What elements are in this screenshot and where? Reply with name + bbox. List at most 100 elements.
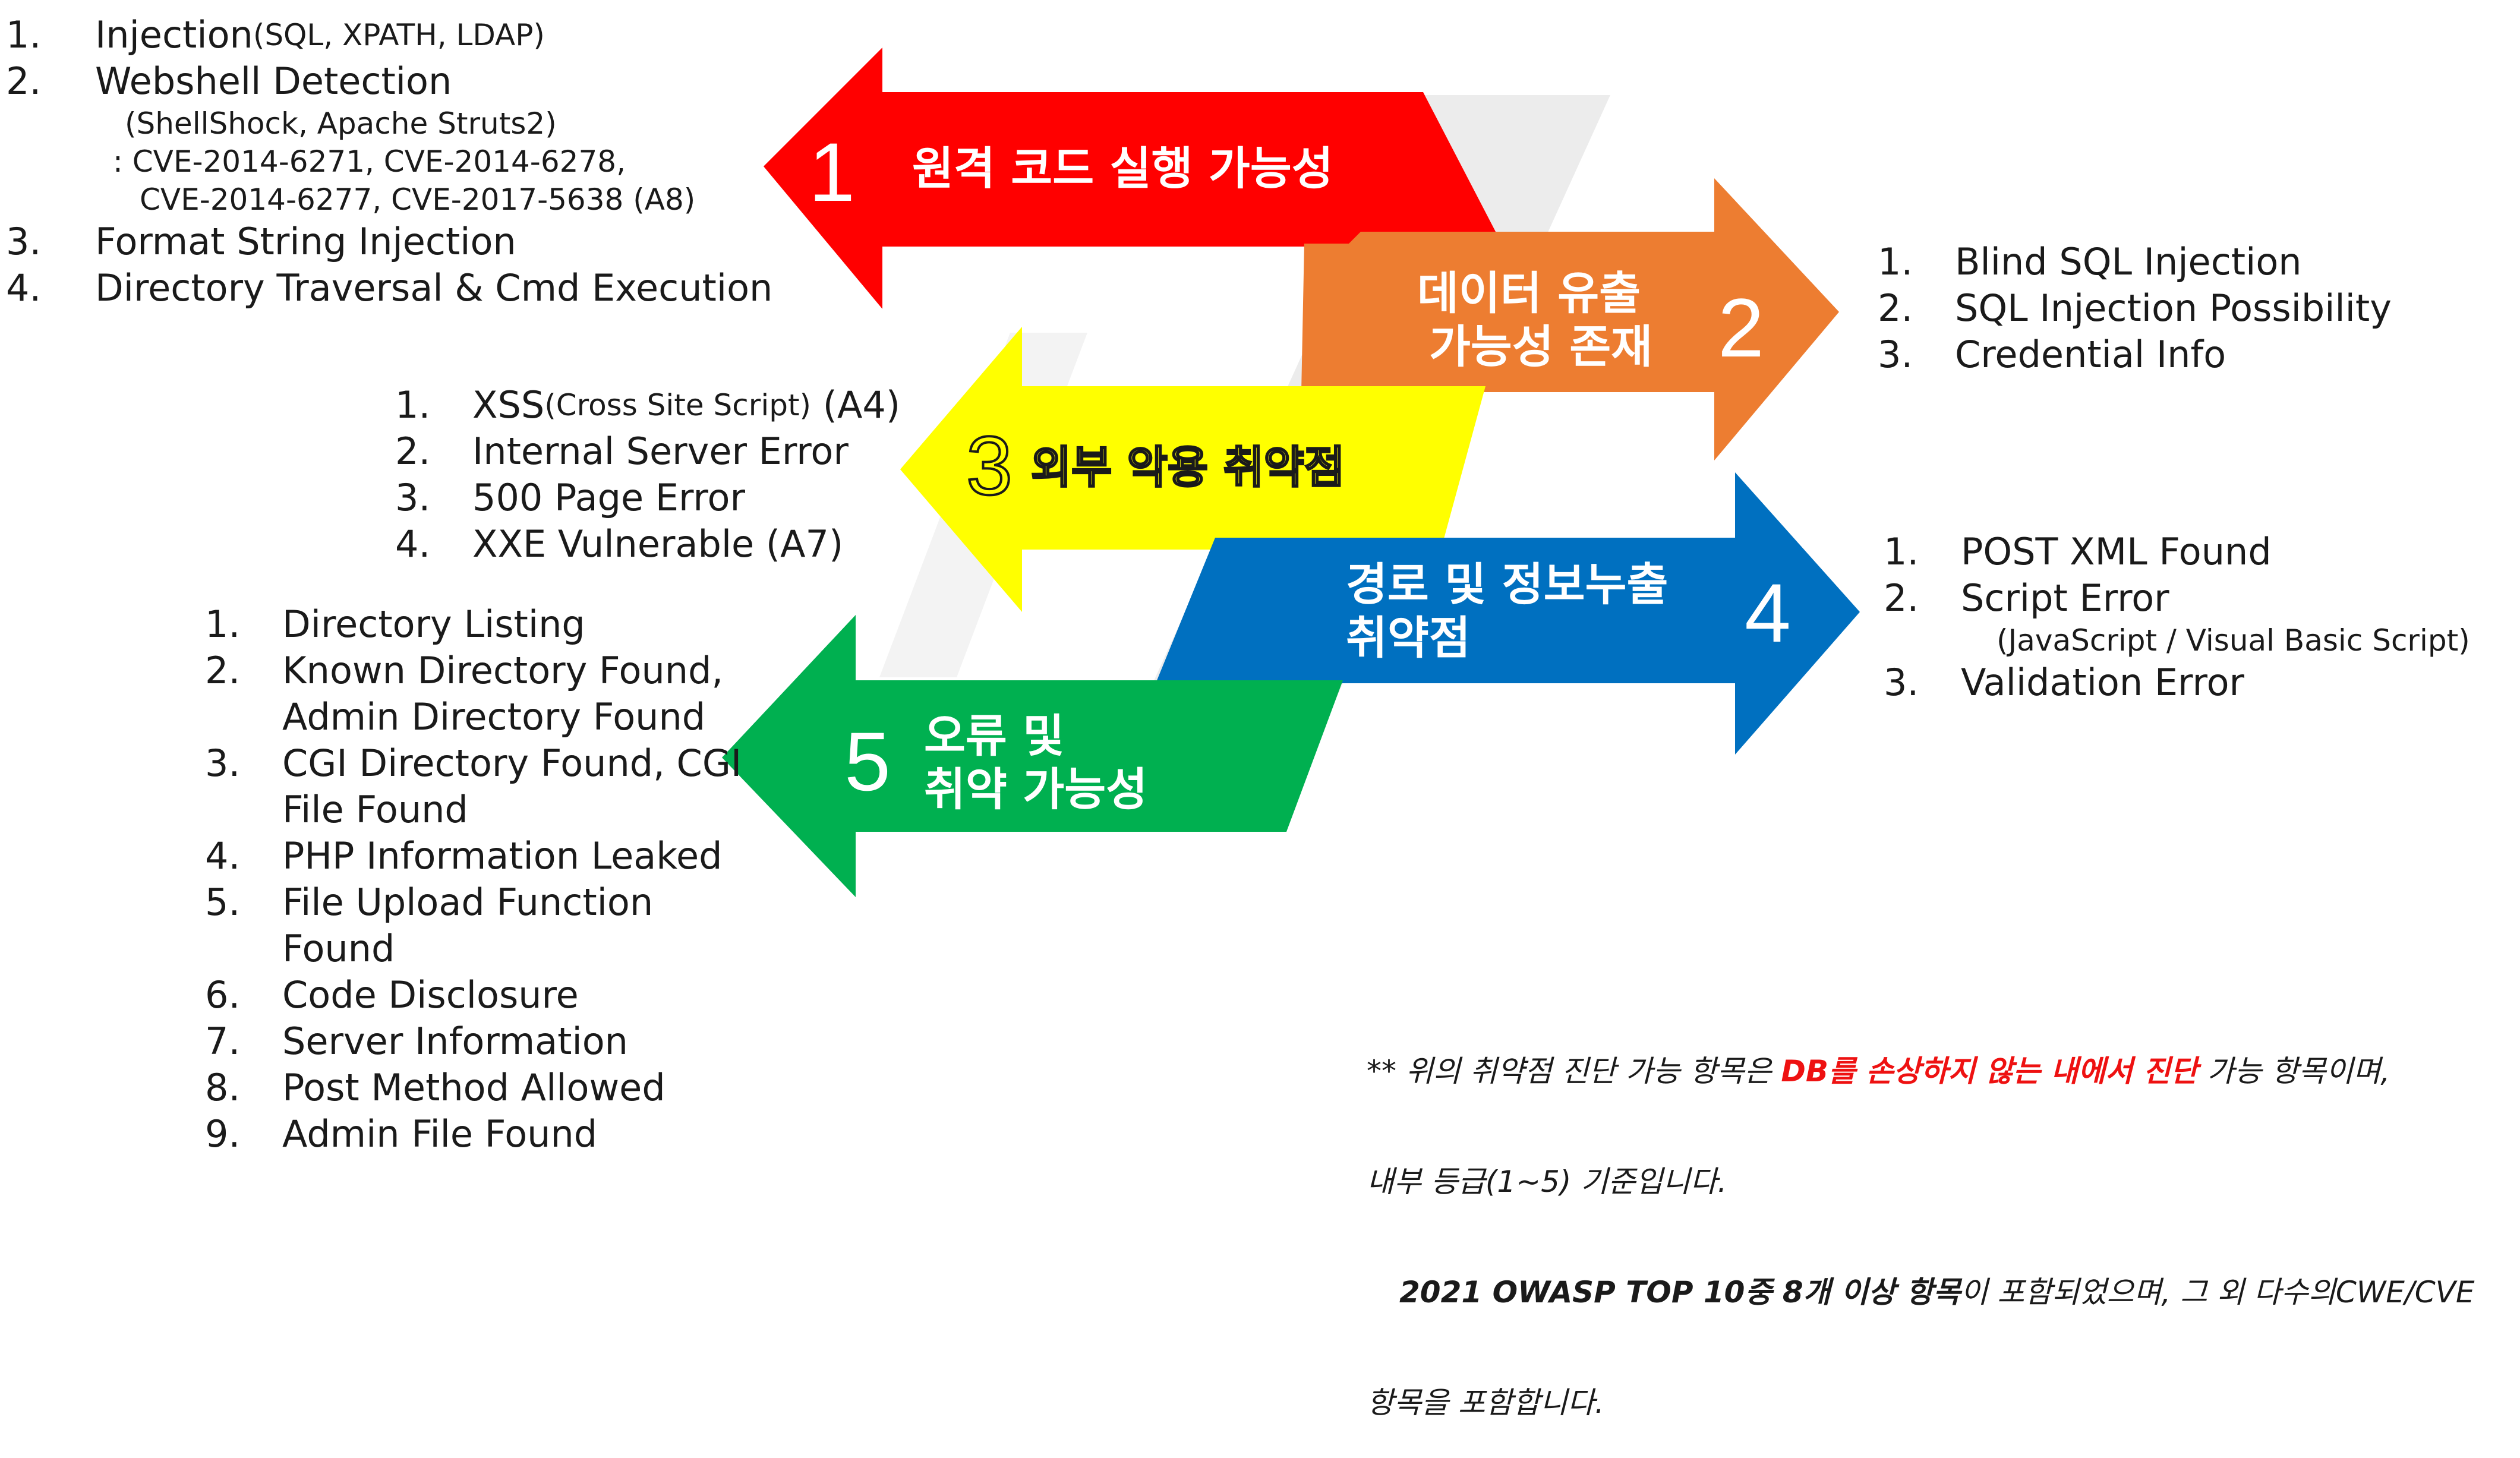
footnote-bold: 2021 OWASP TOP 10중 8개 이상 항목 bbox=[1399, 1275, 1961, 1309]
list-item: 7. Server Information bbox=[205, 1018, 742, 1065]
list-text: Known Directory Found, bbox=[282, 649, 724, 692]
list-number: 3. bbox=[6, 220, 42, 263]
footnote-line: ** 위의 취약점 진단 가능 항목은 DB를 손상하지 않는 내에서 진단 가… bbox=[1367, 1053, 2474, 1090]
list-subtext: (JavaScript / Visual Basic Script) bbox=[1997, 623, 2470, 658]
list-text: Directory Traversal & Cmd Execution bbox=[95, 266, 773, 310]
list-number: 6. bbox=[205, 973, 241, 1017]
list-subtext: CVE-2014-6277, CVE-2017-5638 (A8) bbox=[140, 182, 696, 217]
list-text: XXE Vulnerable (A7) bbox=[472, 522, 844, 566]
list-item: 2. Known Directory Found, bbox=[205, 648, 742, 694]
list-number: 8. bbox=[205, 1066, 241, 1109]
list-text-continued: File Found bbox=[282, 788, 468, 831]
list-text: Script Error bbox=[1961, 576, 2169, 620]
list-number: 1. bbox=[6, 13, 42, 56]
list-number: 1. bbox=[1878, 240, 1913, 283]
list-text: Internal Server Error bbox=[472, 430, 849, 473]
list-number: 9. bbox=[205, 1112, 241, 1156]
list-text: Directory Listing bbox=[282, 602, 585, 646]
footnote-text: ** 위의 취약점 진단 가능 항목은 bbox=[1367, 1054, 1781, 1088]
list-item: 2. SQL Injection Possibility bbox=[1878, 285, 2392, 332]
arrow-2-number: 2 bbox=[1718, 281, 1764, 374]
footnote-text: 가능 항목이며, bbox=[2197, 1054, 2390, 1088]
list-number: 1. bbox=[1884, 530, 1919, 573]
list-text: File Upload Function bbox=[282, 881, 654, 924]
list-path-info-leak: 1. POST XML Found 2. Script Error (JavaS… bbox=[1884, 529, 2470, 706]
footnote-line: 항목을 포함합니다. bbox=[1367, 1386, 1604, 1420]
footnote: ** 위의 취약점 진단 가능 항목은 DB를 손상하지 않는 내에서 진단 가… bbox=[1367, 979, 2474, 1458]
arrow-2-title-line2: 가능성 존재 bbox=[1429, 320, 1652, 373]
list-subtext: : CVE-2014-6271, CVE-2014-6278, bbox=[113, 144, 626, 179]
list-data-leak: 1. Blind SQL Injection 2. SQL Injection … bbox=[1878, 239, 2392, 378]
arrow-1-title: 원격 코드 실행 가능성 bbox=[912, 142, 1333, 195]
list-text: CGI Directory Found, CGI bbox=[282, 741, 742, 785]
list-number: 1. bbox=[205, 602, 241, 646]
list-text: PHP Information Leaked bbox=[282, 834, 723, 878]
list-text: SQL Injection Possibility bbox=[1955, 286, 2392, 330]
list-number: 3. bbox=[1884, 661, 1919, 704]
list-text: Webshell Detection bbox=[95, 59, 452, 103]
list-item: 1. XSS(Cross Site Script) (A4) bbox=[395, 382, 900, 428]
list-text-tail: (A4) bbox=[811, 383, 901, 427]
footnote-line: 2021 OWASP TOP 10중 8개 이상 항목이 포함되었으며, 그 외… bbox=[1367, 1274, 2474, 1311]
list-item: 3. Format String Injection bbox=[6, 219, 772, 265]
list-external-exploit: 1. XSS(Cross Site Script) (A4) 2. Intern… bbox=[395, 382, 900, 567]
list-number: 2. bbox=[205, 649, 241, 692]
list-number: 4. bbox=[205, 834, 241, 878]
arrow-3-number: 3 bbox=[966, 419, 1013, 512]
arrow-5-title-line1: 오류 및 bbox=[924, 709, 1064, 762]
list-item: 2. Webshell Detection bbox=[6, 58, 772, 105]
list-item: 3. Credential Info bbox=[1878, 332, 2392, 378]
list-number: 4. bbox=[395, 522, 431, 566]
list-text: XSS bbox=[472, 383, 545, 427]
list-number: 1. bbox=[395, 383, 431, 427]
list-item: 4. XXE Vulnerable (A7) bbox=[395, 521, 900, 567]
list-number: 2. bbox=[395, 430, 431, 473]
list-number: 2. bbox=[6, 59, 42, 103]
list-text: Server Information bbox=[282, 1020, 628, 1063]
list-number: 7. bbox=[205, 1020, 241, 1063]
arrow-4-title-line2: 취약점 bbox=[1346, 611, 1471, 664]
list-text-small: (SQL, XPATH, LDAP) bbox=[253, 18, 545, 52]
list-remote-code-execution: 1. Injection(SQL, XPATH, LDAP) 2. Webshe… bbox=[6, 12, 772, 311]
list-number: 3. bbox=[205, 741, 241, 785]
list-number: 2. bbox=[1884, 576, 1919, 620]
footnote-line: 내부 등급(1~5) 기준입니다. bbox=[1367, 1164, 1727, 1199]
arrow-5-title-line2: 취약 가능성 bbox=[924, 763, 1147, 816]
list-subtext: (ShellShock, Apache Struts2) bbox=[125, 106, 557, 141]
list-number: 2. bbox=[1878, 286, 1913, 330]
list-text: Code Disclosure bbox=[282, 973, 579, 1017]
list-item: 1. Injection(SQL, XPATH, LDAP) bbox=[6, 12, 772, 58]
list-item: 3. 500 Page Error bbox=[395, 475, 900, 521]
list-text: Credential Info bbox=[1955, 333, 2226, 376]
footnote-text: 이 포함되었으며, 그 외 다수의CWE/CVE bbox=[1960, 1275, 2475, 1309]
arrow-2-title-line1: 데이터 유출 bbox=[1417, 267, 1641, 320]
list-item: 6. Code Disclosure bbox=[205, 972, 742, 1018]
list-item: 1. Blind SQL Injection bbox=[1878, 239, 2392, 285]
list-text: Injection bbox=[95, 13, 253, 56]
list-item: 1. Directory Listing bbox=[205, 601, 742, 648]
arrow-5-number: 5 bbox=[844, 715, 891, 808]
arrow-4 bbox=[1156, 472, 1860, 755]
list-item: 1. POST XML Found bbox=[1884, 529, 2470, 575]
list-text: Format String Injection bbox=[95, 220, 516, 263]
list-item: 3. Validation Error bbox=[1884, 659, 2470, 706]
list-item: 4. PHP Information Leaked bbox=[205, 833, 742, 879]
list-item: 8. Post Method Allowed bbox=[205, 1065, 742, 1111]
list-text-continued: Found bbox=[282, 927, 395, 970]
footnote-highlight: DB를 손상하지 않는 내에서 진단 bbox=[1781, 1054, 2198, 1088]
list-item: 2. Internal Server Error bbox=[395, 428, 900, 475]
list-item: 4. Directory Traversal & Cmd Execution bbox=[6, 265, 772, 311]
vulnerability-diagram: 1 원격 코드 실행 가능성 데이터 유출 가능성 존재 2 3 외부 악용 취… bbox=[722, 48, 1860, 897]
list-text: Post Method Allowed bbox=[282, 1066, 666, 1109]
list-number: 4. bbox=[6, 266, 42, 310]
arrow-3-title: 외부 악용 취약점 bbox=[1031, 442, 1345, 493]
list-error-vulnerability: 1. Directory Listing 2. Known Directory … bbox=[205, 601, 742, 1157]
list-item: 9. Admin File Found bbox=[205, 1111, 742, 1157]
list-text: 500 Page Error bbox=[472, 476, 745, 519]
list-number: 3. bbox=[395, 476, 431, 519]
arrow-4-number: 4 bbox=[1745, 566, 1791, 659]
list-text: Admin File Found bbox=[282, 1112, 598, 1156]
arrow-4-title-line1: 경로 및 정보누출 bbox=[1346, 558, 1668, 611]
arrow-1-number: 1 bbox=[809, 125, 855, 219]
list-item: 5. File Upload Function bbox=[205, 879, 742, 926]
